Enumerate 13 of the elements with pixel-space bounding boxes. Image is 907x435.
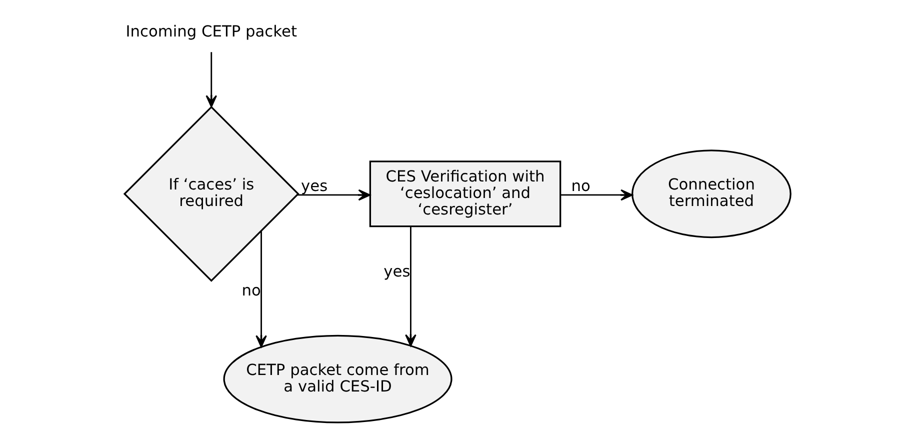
- edge-label: yes: [383, 262, 410, 280]
- edge-label: yes: [300, 176, 328, 195]
- arrow: [404, 226, 416, 346]
- node-ellipse: Connection terminated: [631, 150, 791, 238]
- arrow: [205, 52, 217, 108]
- edge-label: no: [241, 282, 260, 300]
- arrow: [560, 189, 632, 201]
- edge-label: no: [570, 176, 590, 195]
- node-text: Incoming CETP packet: [125, 22, 297, 40]
- node-diamond: If ‘caces’ is required: [122, 106, 299, 282]
- arrow: [296, 189, 370, 201]
- arrow: [255, 230, 266, 348]
- node-box: CES Verification with ‘ceslocation’ and ‘cesregister’: [368, 160, 561, 228]
